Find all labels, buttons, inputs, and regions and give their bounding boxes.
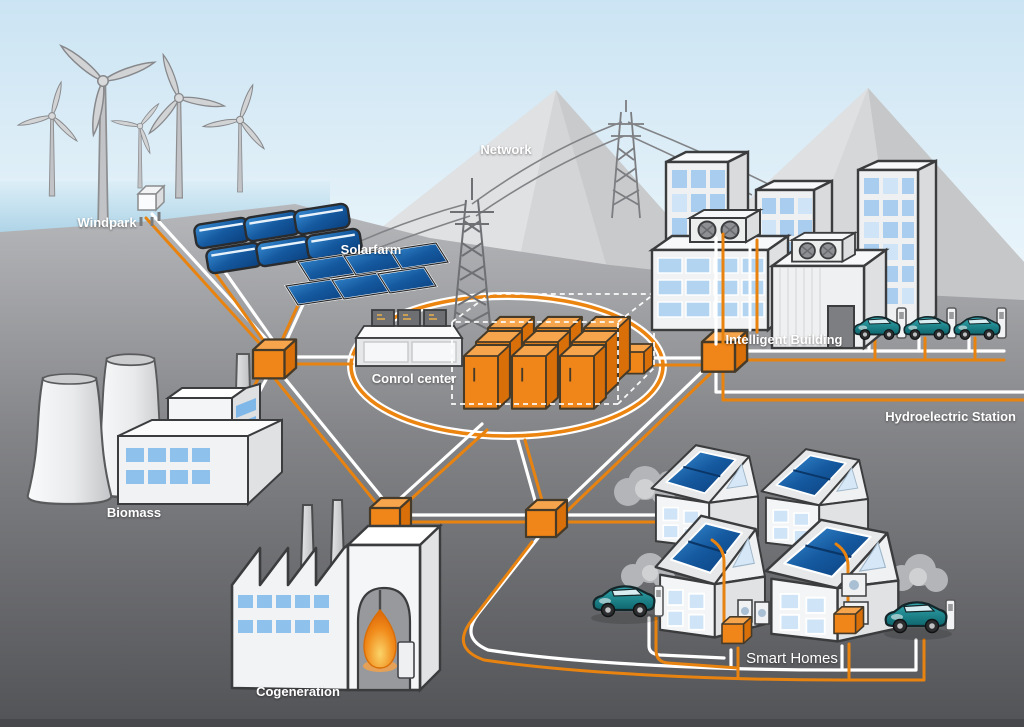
cogeneration-plant-icon — [230, 499, 444, 693]
home-cables — [710, 538, 850, 632]
grid-hub-south — [524, 498, 569, 539]
flame-icon — [363, 608, 397, 669]
intelligent-building-icon — [648, 150, 938, 351]
control-desk-icon — [354, 309, 464, 367]
bottom-edge — [0, 719, 1024, 727]
windpark-transformer-icon — [136, 184, 166, 226]
transmission-tower-icon — [608, 100, 644, 219]
smart-meter-cube — [833, 606, 865, 635]
solar-trough-icon — [193, 202, 363, 275]
biomass-plant-icon — [26, 352, 283, 507]
solar-panel-icon — [284, 241, 450, 307]
grid-hub-east — [700, 329, 749, 373]
building-riser-lines — [714, 232, 759, 346]
smart-meter-cube — [721, 616, 753, 645]
grid-hub-west — [251, 338, 298, 380]
storage-containers-icon — [462, 315, 631, 410]
smart-home-ev — [591, 585, 956, 640]
